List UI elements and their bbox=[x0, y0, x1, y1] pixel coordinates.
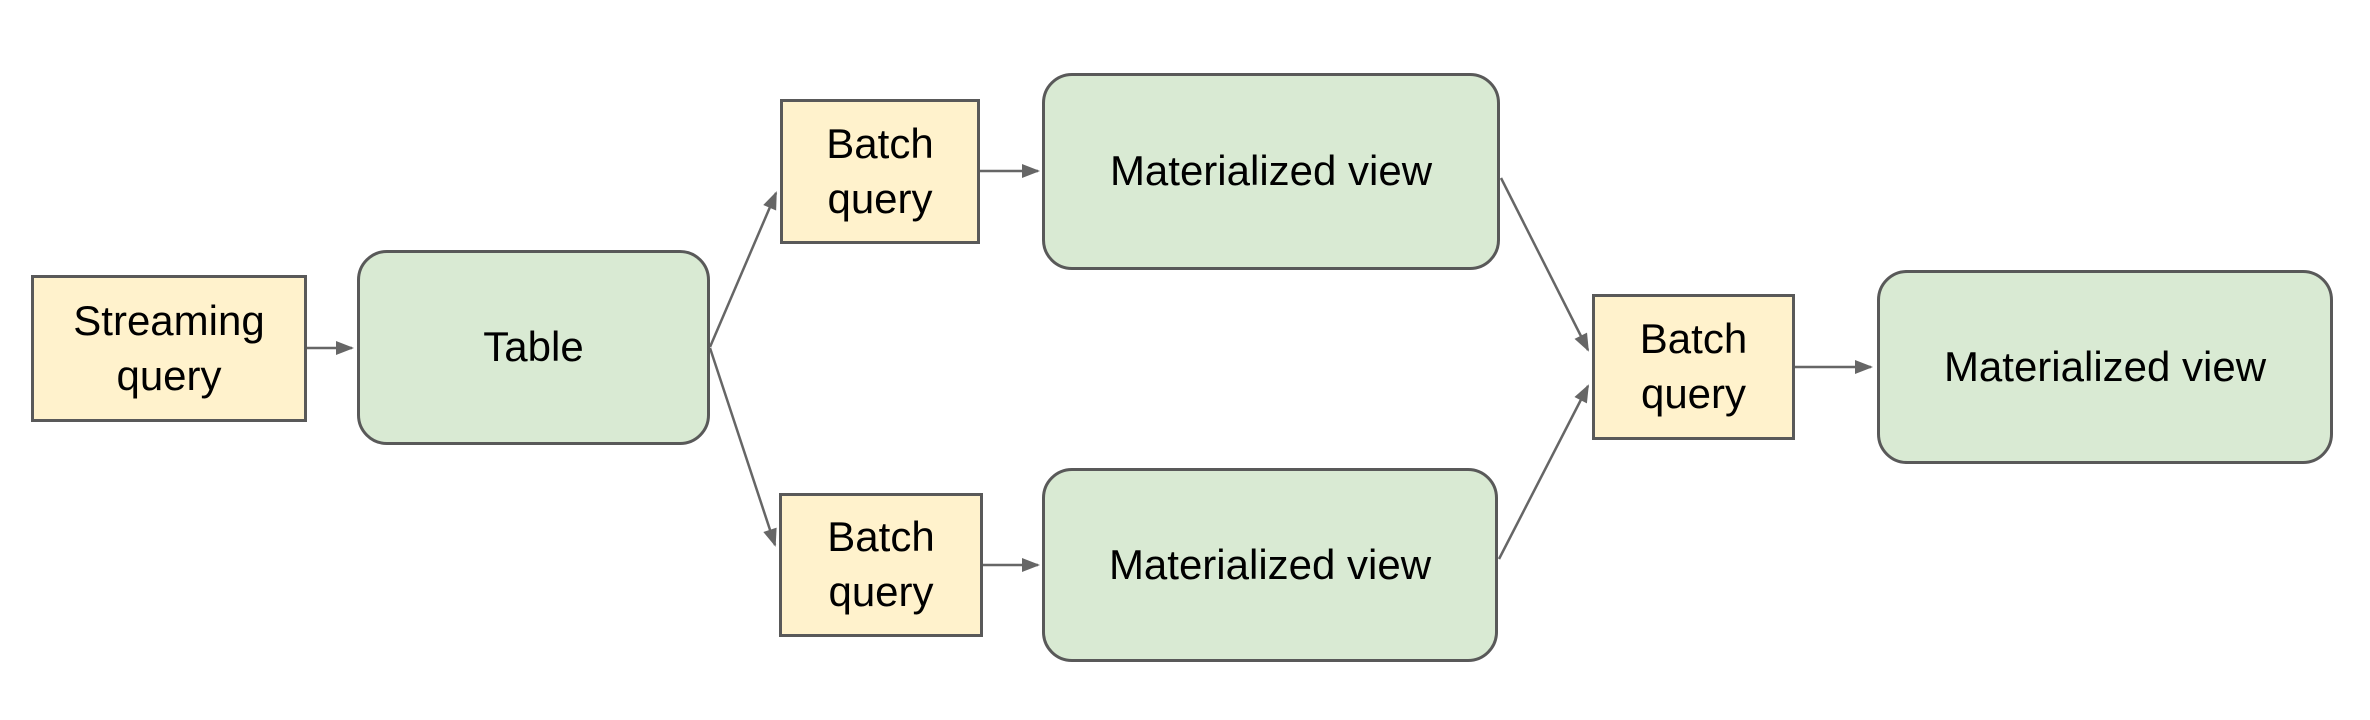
node-materialized-view-bottom: Materialized view bbox=[1042, 468, 1498, 662]
node-batch-query-bottom-label: Batch query bbox=[827, 513, 935, 615]
node-batch-query-top-label: Batch query bbox=[826, 119, 934, 222]
node-table: Table bbox=[357, 250, 710, 445]
edge-table-to-batch-query-top bbox=[708, 191, 778, 348]
node-streaming-query-label: Streaming query bbox=[73, 296, 265, 399]
node-materialized-view-final: Materialized view bbox=[1877, 270, 2333, 464]
node-batch-query-bottom: Batch query bbox=[779, 493, 983, 637]
edge-table-to-batch-query-bottom bbox=[708, 347, 777, 547]
node-batch-query-top: Batch query bbox=[780, 99, 980, 244]
node-materialized-view-final-label: Materialized view bbox=[1943, 342, 2267, 390]
node-batch-query-right-label: Batch query bbox=[1639, 315, 1748, 417]
edge-materialized-view-top-to-batch-query-right bbox=[1499, 177, 1590, 352]
node-batch-query-right: Batch query bbox=[1592, 294, 1795, 440]
node-streaming-query: Streaming query bbox=[31, 275, 307, 422]
node-materialized-view-top-label: Materialized view bbox=[1109, 147, 1433, 195]
edge-materialized-view-bottom-to-batch-query-right bbox=[1497, 384, 1590, 560]
node-materialized-view-bottom-label: Materialized view bbox=[1108, 540, 1432, 588]
node-materialized-view-top: Materialized view bbox=[1042, 73, 1500, 270]
node-table-label: Table bbox=[483, 323, 584, 371]
